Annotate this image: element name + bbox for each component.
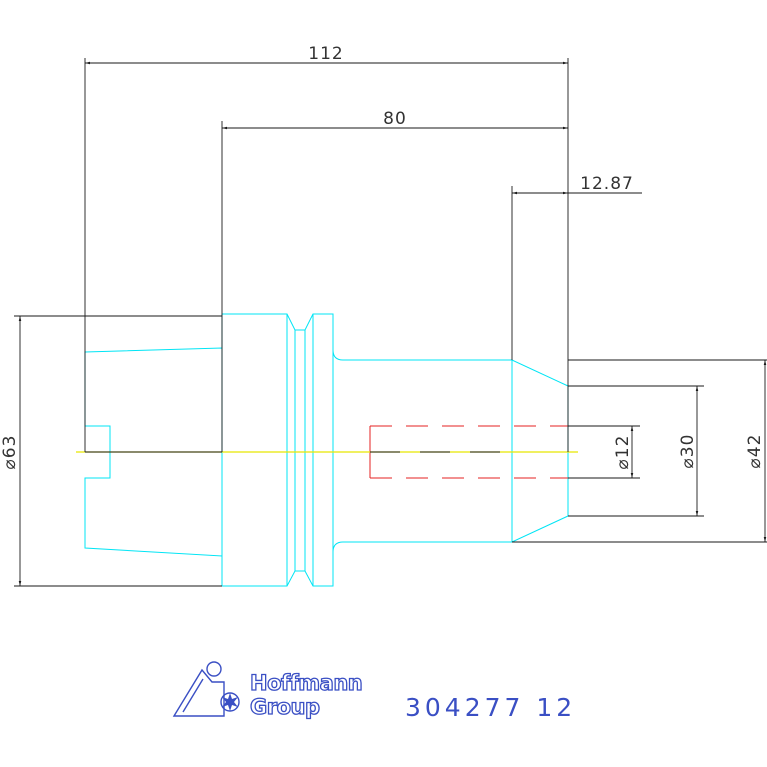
logo-line2: Group	[250, 695, 320, 719]
dim-80-label: 80	[383, 109, 407, 129]
dim-112-label: 112	[308, 44, 343, 64]
part-number: 304277 12	[405, 693, 576, 722]
dim-30-label: ⌀30	[678, 434, 698, 469]
logo-mark-icon	[172, 661, 240, 717]
dim-42-label: ⌀42	[745, 434, 765, 469]
dimension-lines	[14, 58, 767, 587]
logo-line1: Hoffmann	[250, 671, 362, 695]
dim-12-87-label: 12.87	[580, 174, 634, 194]
part-outline	[84, 313, 569, 587]
hoffmann-group-logo: Hoffmann Group	[172, 661, 363, 720]
flange	[222, 313, 569, 587]
dim-63-label: ⌀63	[0, 435, 20, 470]
dim-12-label: ⌀12	[613, 435, 633, 470]
